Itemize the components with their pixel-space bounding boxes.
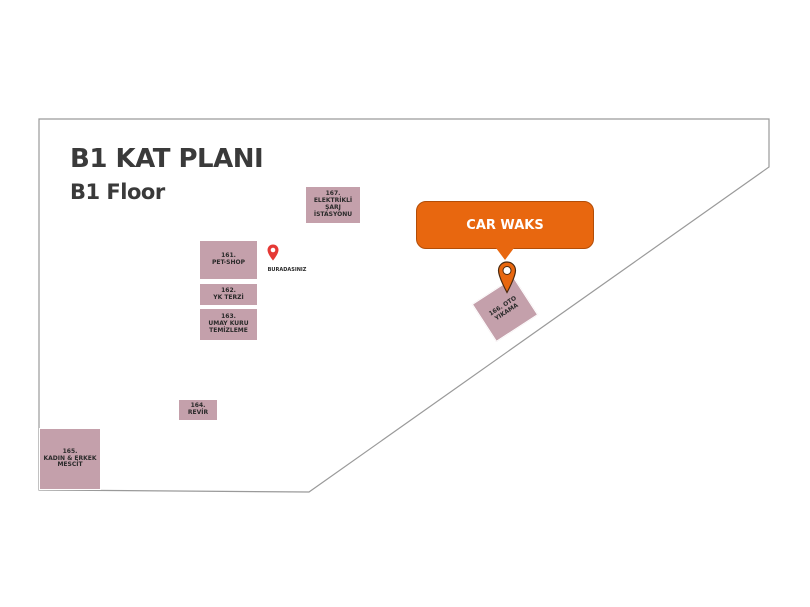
unit-name: TEMİZLEME xyxy=(209,326,248,334)
unit-number: 167. xyxy=(325,190,341,198)
location-pin-icon xyxy=(267,244,279,261)
unit-name: KADIN & ERKEK xyxy=(43,454,97,462)
unit-165[interactable]: 165. KADIN & ERKEK MESCİT xyxy=(39,428,101,490)
unit-name: ELEKTRİKLİ xyxy=(313,197,353,205)
unit-number: 161. xyxy=(221,252,236,260)
unit-162[interactable]: 162. YK TERZİ xyxy=(199,283,258,306)
unit-name: MESCİT xyxy=(57,461,83,469)
unit-number: 163. xyxy=(221,313,236,321)
unit-163[interactable]: 163. UMAY KURU TEMİZLEME xyxy=(199,308,258,341)
unit-number: 165. xyxy=(62,447,78,455)
unit-name: ŞARJ xyxy=(325,204,341,211)
page-title: B1 KAT PLANI xyxy=(70,144,264,174)
page-subtitle: B1 Floor xyxy=(70,180,165,204)
callout-pointer xyxy=(496,248,514,260)
car-waks-callout[interactable]: CAR WAKS xyxy=(416,201,594,249)
unit-167[interactable]: 167. ELEKTRİKLİ ŞARJ İSTASYONU xyxy=(305,186,361,224)
unit-number: 162. xyxy=(221,286,236,294)
you-are-here-label: BURADASINIZ xyxy=(267,267,307,273)
callout-label: CAR WAKS xyxy=(466,217,544,233)
map-marker-icon[interactable] xyxy=(497,261,517,294)
unit-number: 164. xyxy=(190,402,206,410)
unit-164[interactable]: 164. REVİR xyxy=(178,399,218,421)
unit-161[interactable]: 161. PET-SHOP xyxy=(199,240,258,280)
unit-name: REVİR xyxy=(187,409,209,416)
floor-outline xyxy=(38,118,770,493)
unit-name: UMAY KURU xyxy=(208,320,249,328)
unit-name: YK TERZİ xyxy=(213,293,244,301)
unit-name: PET-SHOP xyxy=(211,259,246,266)
unit-name: İSTASYONU xyxy=(313,210,353,218)
